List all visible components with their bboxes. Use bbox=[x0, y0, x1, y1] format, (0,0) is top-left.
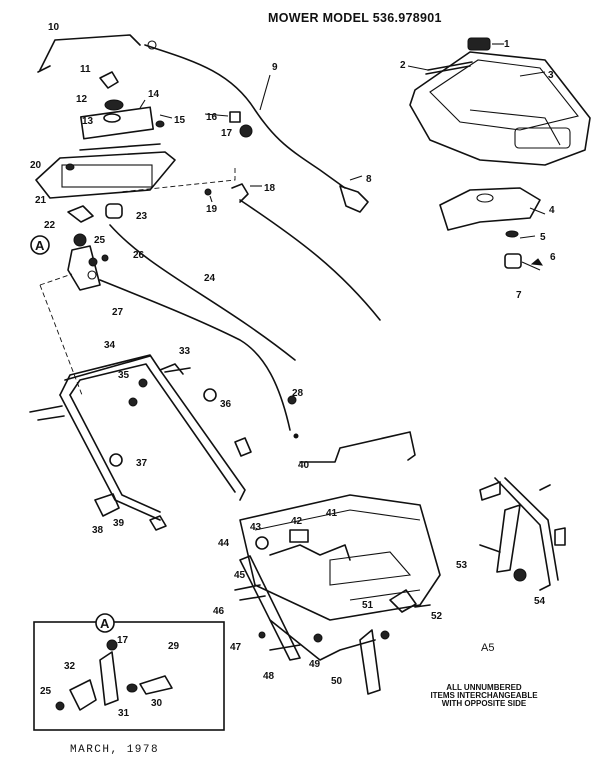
part-label: 49 bbox=[309, 659, 321, 670]
part-label: 51 bbox=[362, 600, 374, 611]
part-label: 17 bbox=[221, 128, 233, 139]
tank-handle bbox=[514, 127, 571, 149]
date-stamp: MARCH, 1978 bbox=[70, 744, 159, 756]
part-label: 45 bbox=[234, 570, 246, 581]
part-label: 7 bbox=[516, 290, 522, 301]
part-label: 28 bbox=[292, 388, 304, 399]
note-line-3: WITH OPPOSITE SIDE bbox=[442, 699, 527, 708]
part-label: 36 bbox=[220, 399, 232, 410]
fuel-tank-assembly bbox=[409, 37, 591, 271]
part-label: 11 bbox=[80, 64, 91, 75]
bail bbox=[299, 431, 416, 463]
part-label: 10 bbox=[48, 22, 60, 33]
part-label: 50 bbox=[331, 676, 343, 687]
inset-part-label: 29 bbox=[168, 641, 180, 652]
tank-cap bbox=[467, 37, 491, 51]
part-label: 46 bbox=[213, 606, 225, 617]
part-label: 21 bbox=[35, 195, 47, 206]
leader-lines bbox=[139, 65, 546, 239]
part-label: 2 bbox=[400, 60, 406, 71]
engine-cable bbox=[239, 199, 381, 321]
throttle-knob bbox=[99, 71, 119, 89]
inset-part-label: 17 bbox=[117, 635, 129, 646]
part-label: 44 bbox=[218, 538, 230, 549]
part-label: 24 bbox=[204, 273, 216, 284]
inset-frame bbox=[33, 621, 225, 731]
part-label: 39 bbox=[113, 518, 125, 529]
part-label: 8 bbox=[366, 174, 372, 185]
part-label: 35 bbox=[118, 370, 130, 381]
part-label: 19 bbox=[206, 204, 218, 215]
nut bbox=[104, 99, 124, 111]
switch bbox=[105, 203, 123, 219]
panel-decal bbox=[80, 106, 154, 140]
part-label: 18 bbox=[264, 183, 276, 194]
part-label: 40 bbox=[298, 460, 310, 471]
upper-handle bbox=[59, 354, 252, 531]
part-label: 37 bbox=[136, 458, 148, 469]
detail-inset-a: A 17 29 32 25 31 30 bbox=[33, 613, 225, 731]
note-line-1: ALL UNNUMBERED bbox=[446, 683, 522, 692]
cable bbox=[99, 279, 291, 431]
fuel-tank bbox=[409, 51, 591, 166]
part-label: 34 bbox=[104, 340, 116, 351]
part-label: 41 bbox=[326, 508, 338, 519]
control-panel bbox=[35, 151, 176, 199]
part-label: 3 bbox=[548, 70, 554, 81]
cable-bracket bbox=[231, 183, 249, 203]
part-label: 54 bbox=[534, 596, 546, 607]
part-label: 6 bbox=[550, 252, 556, 263]
grommet bbox=[505, 230, 519, 238]
inset-part-label: 30 bbox=[151, 698, 163, 709]
diagram-title: MOWER MODEL 536.978901 bbox=[268, 11, 442, 25]
lower-handle-assembly bbox=[234, 529, 431, 695]
note-line-2: ITEMS INTERCHANGEABLE bbox=[430, 691, 538, 700]
part-label: 43 bbox=[250, 522, 262, 533]
inset-part-label: 25 bbox=[40, 686, 52, 697]
part-label: 23 bbox=[136, 211, 148, 222]
part-label: 52 bbox=[431, 611, 443, 622]
part-label: 14 bbox=[148, 89, 160, 100]
control-panel-assembly bbox=[35, 71, 253, 223]
screw bbox=[229, 111, 241, 123]
part-label: 38 bbox=[92, 525, 104, 536]
part-label: 26 bbox=[133, 250, 145, 261]
control-cable bbox=[144, 40, 369, 213]
part-label: 53 bbox=[456, 560, 468, 571]
mower-deck bbox=[239, 494, 441, 621]
part-label: 9 bbox=[272, 62, 278, 73]
cable bbox=[109, 224, 296, 361]
callout-a-label: A bbox=[35, 238, 45, 253]
handle-bail bbox=[39, 34, 141, 71]
part-label: 15 bbox=[174, 115, 186, 126]
cable-clip bbox=[339, 185, 369, 213]
part-label: 25 bbox=[94, 235, 106, 246]
part-label: 42 bbox=[291, 516, 303, 527]
knob bbox=[239, 124, 253, 138]
part-label: 13 bbox=[82, 116, 94, 127]
inset-part-label: 31 bbox=[118, 708, 130, 719]
inset-part-label: 32 bbox=[64, 661, 76, 672]
bracket bbox=[67, 205, 94, 223]
part-label: 33 bbox=[179, 346, 191, 357]
part-label: 22 bbox=[44, 220, 56, 231]
part-label: 12 bbox=[76, 94, 88, 105]
control-lever bbox=[67, 233, 109, 291]
part-label: 4 bbox=[549, 205, 555, 216]
part-label: 1 bbox=[504, 39, 510, 50]
tank-bracket bbox=[439, 187, 541, 231]
part-label: 27 bbox=[112, 307, 124, 318]
wheel-bracket-assembly bbox=[479, 477, 566, 591]
part-label: 47 bbox=[230, 642, 242, 653]
part-label: 5 bbox=[540, 232, 546, 243]
part-label: 20 bbox=[30, 160, 42, 171]
part-label: 48 bbox=[263, 671, 275, 682]
callout-a-bubble bbox=[30, 235, 50, 255]
fuel-shutoff bbox=[504, 253, 522, 269]
page-code: A5 bbox=[481, 642, 494, 654]
inset-callout: A bbox=[100, 616, 110, 631]
part-label: 16 bbox=[206, 112, 218, 123]
